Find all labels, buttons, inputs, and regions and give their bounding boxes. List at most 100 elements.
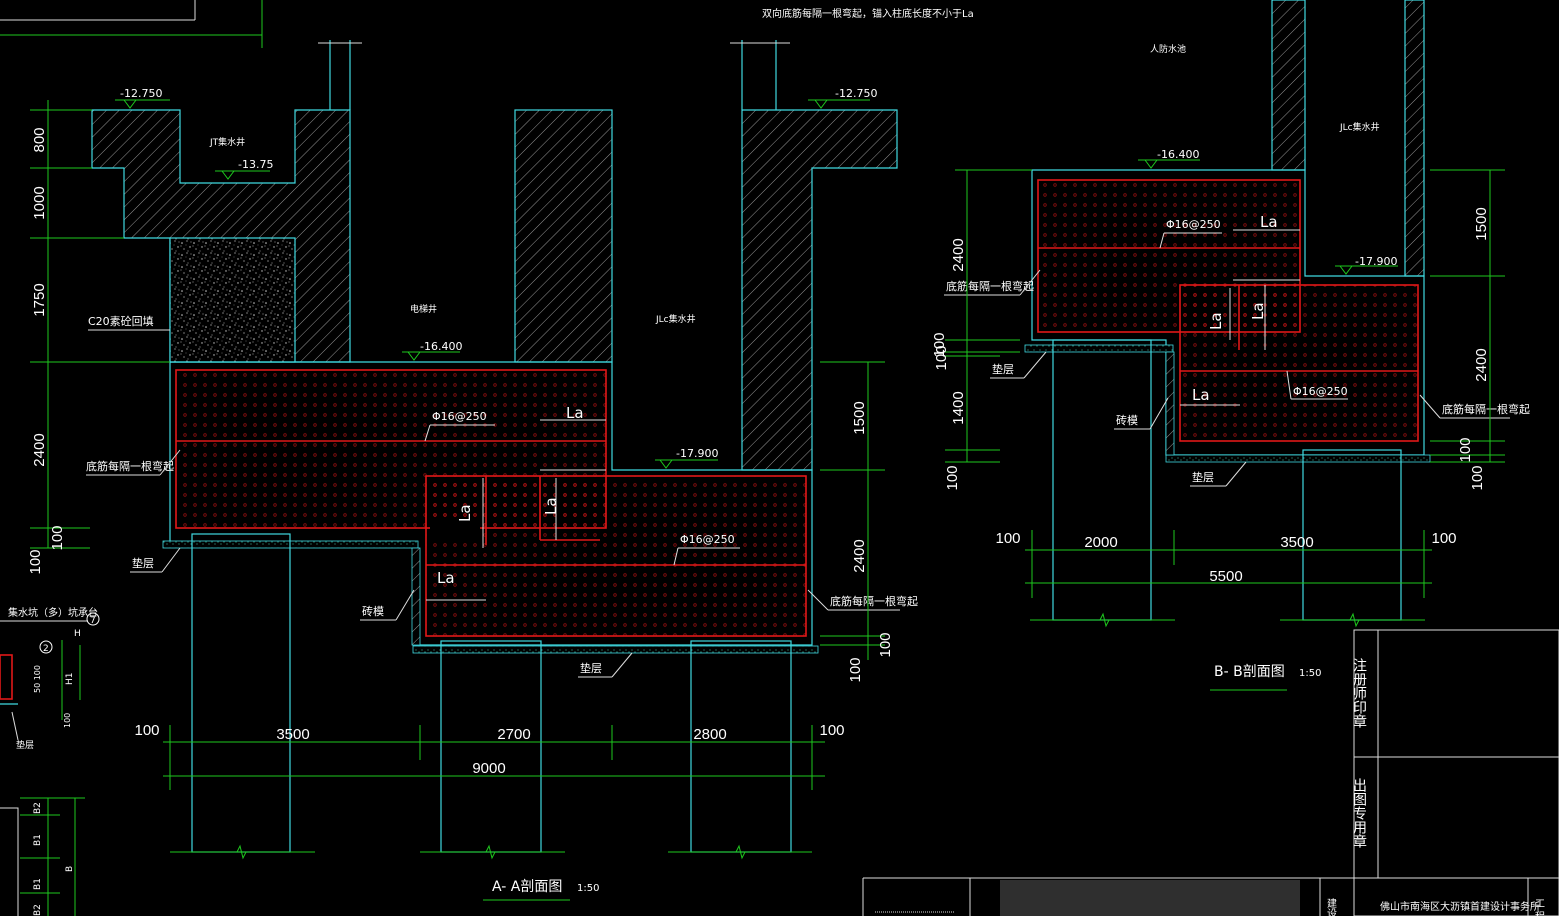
bb-bdim-2: 2000 [1084, 534, 1117, 551]
detail-lbl-b1a: B1 [33, 834, 43, 846]
bb-title-scale: 1:50 [1299, 668, 1321, 679]
bb-ldim-4: 1400 [950, 391, 967, 424]
aa-title: A- A剖面图 1:50 [483, 879, 599, 901]
bb-pit-right: JLc集水井 [1339, 121, 1380, 133]
aa-cushion-2: 垫层 [580, 661, 602, 675]
bb-left-dims: 2400 100 100 1400 100 [931, 169, 1032, 491]
bb-bdim-3: 3500 [1280, 534, 1313, 551]
bb-ldim-1: 2400 [950, 238, 967, 271]
bb-rdim-4: 100 [1469, 465, 1486, 490]
aa-ldim-4: 2400 [31, 433, 48, 466]
aa-rebar-1: Φ16@250 [432, 410, 487, 423]
aa-ldim-1: 800 [31, 127, 48, 152]
aa-level-left-top: -12.750 [120, 87, 162, 100]
aa-bdim-5: 100 [819, 722, 844, 739]
aa-pit-right: JLc集水井 [655, 313, 696, 325]
section-bb [1024, 0, 1431, 628]
bb-wall-left [1271, 0, 1306, 171]
detail-lbl-cushion: 垫层 [16, 739, 34, 751]
bb-ldim-2: 100 [931, 332, 948, 357]
bb-level-deep: -17.900 [1355, 255, 1397, 268]
aa-title-text: A- A剖面图 [492, 879, 562, 895]
aa-pit-left: JT集水井 [209, 136, 245, 148]
bb-title: B- B剖面图 1:50 [1210, 664, 1321, 691]
aa-title-scale: 1:50 [577, 883, 599, 894]
section-aa [91, 40, 898, 860]
aa-ldim-3: 1750 [31, 283, 48, 316]
aa-fill-block [169, 237, 296, 363]
aa-rdim-1: 1500 [851, 401, 868, 434]
aa-rebar-2: Φ16@250 [680, 533, 735, 546]
top-note: 双向底筋每隔一根弯起，锚入柱底长度不小于La [762, 7, 974, 20]
detail-circle-2: 2 [43, 644, 49, 654]
detail-lbl-b: B [65, 866, 75, 872]
bb-wall-right [1404, 0, 1425, 277]
detail-left: 集水坑（多）坑承台 7 2 H H1 50 100 100 垫层 B2 B1 B… [0, 606, 100, 916]
aa-la-3: La [456, 504, 474, 522]
aa-levels: -12.750 -12.750 -13.75 -16.400 -17.900 [115, 87, 877, 469]
bb-cushion-1: 垫层 [992, 362, 1014, 376]
detail-lbl-5100: 50 100 [33, 665, 42, 693]
aa-bdim-1: 100 [134, 722, 159, 739]
aa-bend-1: 底筋每隔一根弯起 [86, 459, 174, 473]
aa-la-4: La [437, 569, 455, 587]
stamp-1: 注册师印章 [1351, 658, 1367, 728]
aa-level-deep: -17.900 [676, 447, 718, 460]
bb-bdim-1: 100 [995, 530, 1020, 547]
aa-bdim-2: 3500 [276, 726, 309, 743]
aa-bdim-4: 2800 [693, 726, 726, 743]
aa-ldim-6: 100 [27, 549, 44, 574]
aa-ldim-5: 100 [49, 525, 66, 550]
aa-fill-label: C20素砼回填 [88, 314, 154, 328]
bb-total: 5500 [1209, 568, 1242, 585]
bb-bdim-4: 100 [1431, 530, 1456, 547]
aa-cushion-1: 垫层 [132, 556, 154, 570]
bb-bend-1: 底筋每隔一根弯起 [946, 279, 1034, 293]
bb-cushion-2: 垫层 [1192, 470, 1214, 484]
aa-mid-wall [514, 109, 613, 363]
bb-level-base: -16.400 [1157, 148, 1199, 161]
stamp-2: 出图专用章 [1351, 778, 1367, 848]
detail-lbl-b1b: B1 [33, 878, 43, 890]
bb-labels: 人防水池 JLc集水井 -16.400 -17.900 Φ16@250 Φ16@… [944, 43, 1530, 487]
aa-brick: 砖模 [362, 604, 384, 618]
aa-level-pit: -13.75 [238, 158, 273, 171]
top-left-fragment [0, 0, 263, 48]
aa-labels: JT集水井 电梯井 JLc集水井 C20素砼回填 Φ16@250 Φ16@250… [86, 136, 918, 678]
bb-pit-top: 人防水池 [1150, 43, 1186, 55]
aa-level-base: -16.400 [420, 340, 462, 353]
title-block: 注册师印章 出图专用章 佛山市南海区大沥镇首建设计事务所 建设 工 程 [862, 629, 1559, 916]
bb-la-2: La [1249, 302, 1267, 320]
aa-bend-2: 底筋每隔一根弯起 [830, 594, 918, 608]
bb-bend-2: 底筋每隔一根弯起 [1442, 402, 1530, 416]
detail-lbl-100: 100 [63, 713, 72, 728]
aa-right-wall [741, 109, 898, 471]
detail-lbl-b2a: B2 [33, 802, 43, 814]
detail-lbl-h1: H1 [65, 673, 75, 686]
aa-total: 9000 [472, 760, 505, 777]
bb-rebar-2: Φ16@250 [1293, 385, 1348, 398]
right-label: 工 程 [1533, 898, 1545, 916]
aa-la-2: La [542, 497, 560, 515]
aa-la-1: La [566, 404, 584, 422]
bb-ldim-5: 100 [944, 465, 961, 490]
detail-lbl-h: H [74, 629, 81, 639]
bb-la-1: La [1260, 213, 1278, 231]
aa-bottom-dims: 100 3500 2700 2800 100 9000 [134, 722, 845, 790]
bb-rdim-1: 1500 [1473, 207, 1490, 240]
aa-right-dims: 1500 2400 100 100 [820, 361, 894, 683]
aa-rdim-4: 100 [847, 657, 864, 682]
bb-rdim-2: 2400 [1473, 348, 1490, 381]
company-name: 佛山市南海区大沥镇首建设计事务所 [1380, 900, 1540, 913]
detail-circle-1: 7 [90, 616, 96, 626]
aa-left-dims: 800 1000 1750 2400 100 100 [27, 100, 170, 575]
bb-right-dims: 1500 2400 100 100 [1430, 169, 1505, 491]
detail-lbl-b2b: B2 [33, 904, 43, 916]
bb-rebar-1: Φ16@250 [1166, 218, 1221, 231]
bb-la-4: La [1192, 386, 1210, 404]
bb-bottom-dims: 100 2000 3500 100 5500 [995, 530, 1457, 598]
bb-la-3: La [1207, 312, 1225, 330]
aa-ldim-2: 1000 [31, 186, 48, 219]
bb-title-text: B- B剖面图 [1214, 664, 1285, 680]
